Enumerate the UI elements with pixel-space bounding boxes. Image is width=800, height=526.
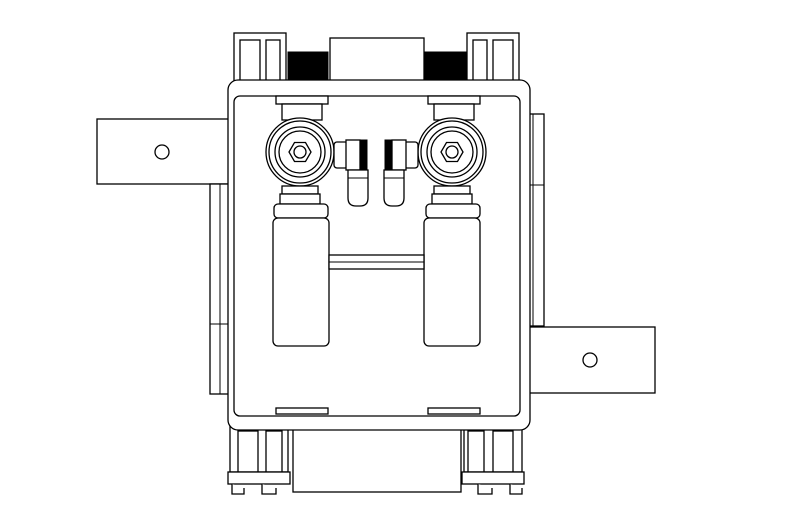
valve-left: [265, 95, 335, 219]
hammer-arrestor-right: [423, 217, 481, 347]
elbow-fitting-right: [383, 139, 419, 207]
hammer-arrestor-left: [272, 217, 330, 347]
valve-right: [417, 95, 487, 219]
elbow-fitting-left: [333, 139, 369, 207]
mounting-hole-left: [154, 144, 170, 160]
mounting-hole-right: [582, 352, 598, 368]
bottom-clips: [227, 425, 525, 495]
mounting-bracket-left: [96, 118, 231, 395]
crossbar: [328, 254, 425, 270]
top-clips: [233, 32, 520, 84]
mounting-bracket-right: [521, 113, 656, 394]
